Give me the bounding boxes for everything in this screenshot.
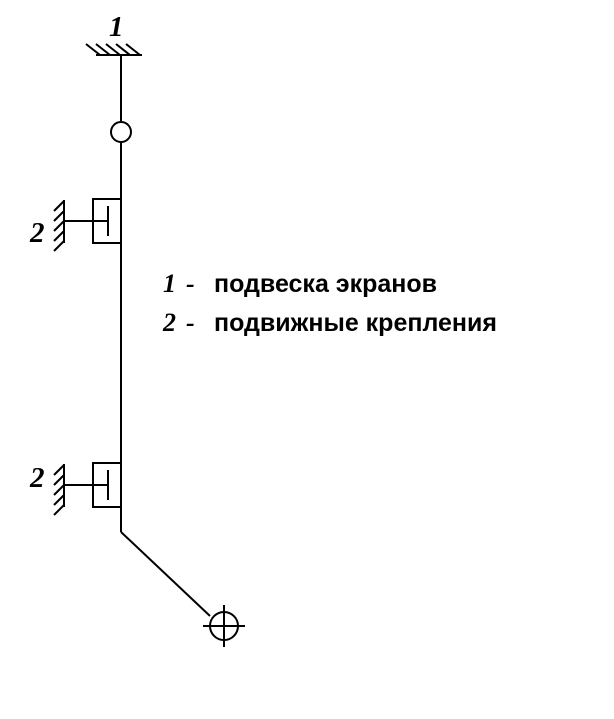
legend-dash: - (186, 308, 195, 337)
screen-tube-bend (120, 531, 211, 617)
hinge-joint (110, 121, 132, 143)
legend-text: подвижные крепления (214, 309, 497, 337)
legend-dash: - (186, 269, 195, 298)
top-support-label: 1 (109, 11, 124, 43)
legend-text: подвеска экранов (214, 270, 437, 298)
upper-fastener-label: 2 (29, 217, 45, 249)
legend-number: 1 (163, 269, 176, 298)
lower-movable-fastener (53, 462, 122, 516)
legend-item: 2 - подвижные крепления (162, 308, 497, 337)
legend: 1 - подвеска экранов 2 - подвижные крепл… (162, 269, 497, 337)
legend-number: 2 (162, 308, 176, 337)
lower-fastener-label: 2 (29, 462, 45, 494)
top-fixed-support (85, 43, 142, 56)
lower-collector (203, 605, 245, 647)
upper-movable-fastener (53, 198, 122, 252)
legend-item: 1 - подвеска экранов (163, 269, 437, 298)
